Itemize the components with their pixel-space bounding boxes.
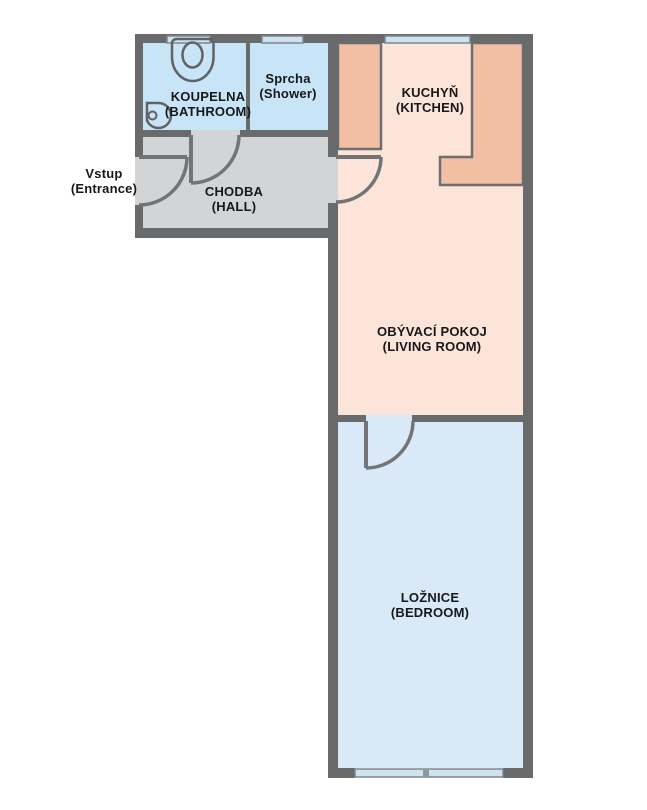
wall-column-left-upper xyxy=(328,43,338,157)
bathroom-door-arc xyxy=(190,134,241,185)
shower-floor xyxy=(250,43,328,130)
hall-label-cs: CHODBA xyxy=(204,184,264,199)
entrance-label: Vstup (Entrance) xyxy=(71,166,137,196)
hall-label-en: (HALL) xyxy=(211,199,257,214)
bedroom-window-mullion xyxy=(423,769,429,777)
wall-bottom-left xyxy=(328,768,355,778)
bedroom-label: LOŽNICE (BEDROOM) xyxy=(391,590,469,620)
shower-label-cs: Sprcha xyxy=(265,71,311,86)
wall-living-bedroom-right xyxy=(412,415,523,422)
living-room-door-arc xyxy=(335,156,383,204)
bedroom-label-en: (BEDROOM) xyxy=(390,605,470,620)
entrance-label-en: (Entrance) xyxy=(70,181,138,196)
living-room-label: OBÝVACÍ POKOJ (LIVING ROOM) xyxy=(377,324,487,354)
wall-right xyxy=(523,43,533,778)
wall-top xyxy=(135,34,533,43)
wall-column-left-lower xyxy=(328,203,338,778)
bathroom-fixtures xyxy=(145,37,215,130)
wall-left-lower xyxy=(135,205,143,228)
door-symbols xyxy=(138,134,415,470)
washbasin-icon xyxy=(145,101,173,130)
bathroom-floor xyxy=(143,43,246,130)
bedroom-label-cs: LOŽNICE xyxy=(400,590,460,605)
bathroom-doorway xyxy=(191,130,240,137)
entrance-doorway xyxy=(135,157,143,205)
bedroom-floor xyxy=(338,422,523,768)
living-room-label-en: (LIVING ROOM) xyxy=(382,339,482,354)
toilet-bowl-icon xyxy=(181,41,204,69)
bedroom-doorway xyxy=(366,415,412,422)
bathroom-label-cs: KOUPELNA xyxy=(170,89,246,104)
bedroom-door-arc xyxy=(365,420,415,470)
entrance-door-arc xyxy=(138,156,189,207)
doorways xyxy=(135,130,412,422)
kitchen-window xyxy=(384,35,471,44)
kitchen-label-en: (KITCHEN) xyxy=(395,100,465,115)
kitchen-label-cs: KUCHYŇ xyxy=(401,85,459,100)
shower-window xyxy=(261,35,304,44)
toilet-icon xyxy=(170,37,215,83)
wall-bathroom-shower-divider xyxy=(246,43,250,130)
wall-bathroom-hall-right xyxy=(240,130,338,137)
shower-label-en: (Shower) xyxy=(259,86,317,101)
entrance-label-cs: Vstup xyxy=(85,166,123,181)
hall-label: CHODBA (HALL) xyxy=(205,184,263,214)
kitchen-label: KUCHYŇ (KITCHEN) xyxy=(396,85,464,115)
bathroom-label-en: (BATHROOM) xyxy=(164,104,252,119)
wall-bottom-right xyxy=(503,768,533,778)
wall-left-upper xyxy=(135,43,143,157)
kitchen-counter-left xyxy=(336,41,383,151)
living-room-label-cs: OBÝVACÍ POKOJ xyxy=(377,324,487,339)
living-room-doorway xyxy=(328,157,338,203)
washbasin-drain-icon xyxy=(147,110,158,121)
wall-bathroom-hall-left xyxy=(135,130,191,137)
wall-hall-bottom xyxy=(135,228,338,238)
wall-living-bedroom-left xyxy=(338,415,366,422)
bathroom-label: KOUPELNA (BATHROOM) xyxy=(165,89,251,119)
shower-label: Sprcha (Shower) xyxy=(259,71,316,101)
walls xyxy=(135,34,533,778)
